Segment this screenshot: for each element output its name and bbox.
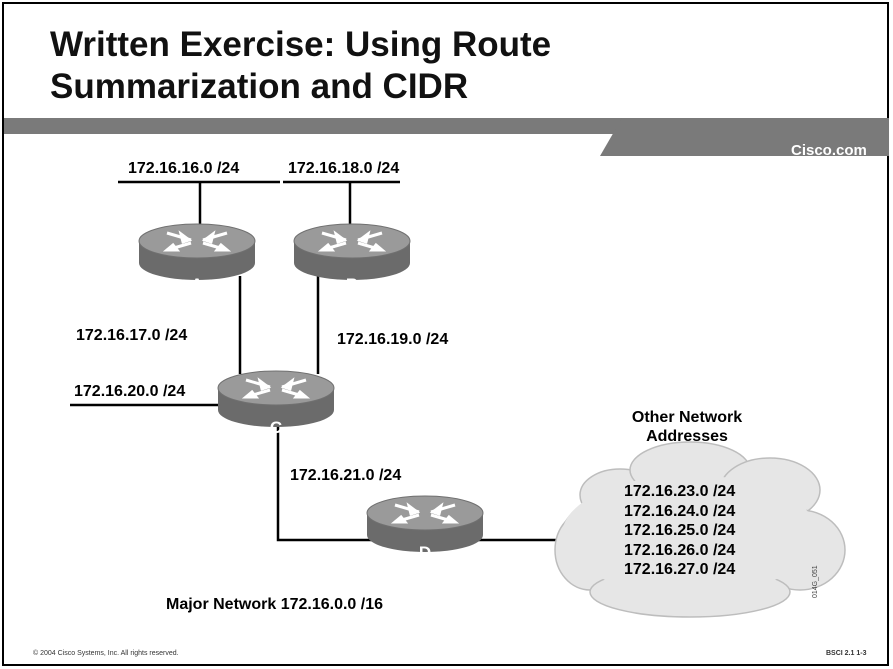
net-label-c-d: 172.16.21.0 /24 [290,467,402,484]
link-c-d [276,425,372,542]
cloud-title-line-1: Other Network [631,409,743,426]
net-label-a-c: 172.16.17.0 /24 [76,327,188,344]
title-line-2: Summarization and CIDR [50,67,469,106]
title-line-1: Written Exercise: Using Route [50,25,552,64]
router-c-label: C [270,418,282,437]
net-label-a-lan: 172.16.16.0 /24 [128,160,240,177]
major-network-label: Major Network 172.16.0.0 /16 [166,596,383,613]
cisco-brand: Cisco.com [791,142,867,159]
cloud-title-line-2: Addresses [646,428,728,445]
cloud-address: 172.16.24.0 /24 [624,502,736,520]
router-a [137,222,257,282]
cloud-address: 172.16.27.0 /24 [624,561,736,578]
figure-id: 014G_051 [812,565,819,598]
slide-title: Written Exercise: Using Route Summarizat… [50,24,551,108]
router-a-label: A [191,275,203,294]
router-b-label: B [346,275,358,294]
net-label-b-c: 172.16.19.0 /24 [337,331,449,348]
cloud-address: 172.16.26.0 /24 [624,541,736,559]
copyright-footer: © 2004 Cisco Systems, Inc. All rights re… [33,650,179,657]
net-label-b-lan: 172.16.18.0 /24 [288,160,400,177]
course-page-footer: BSCI 2.1 1-3 [826,650,867,657]
router-b [292,222,412,282]
cloud-address: 172.16.23.0 /24 [624,483,736,500]
cloud-address-list: 172.16.23.0 /24 172.16.24.0 /24 172.16.2… [624,482,735,580]
router-d-label: D [419,543,431,562]
brand-tab [600,118,889,156]
cloud-title: Other Network Addresses [622,408,752,446]
cloud-address: 172.16.25.0 /24 [624,522,736,539]
net-label-c-lan: 172.16.20.0 /24 [74,383,186,400]
